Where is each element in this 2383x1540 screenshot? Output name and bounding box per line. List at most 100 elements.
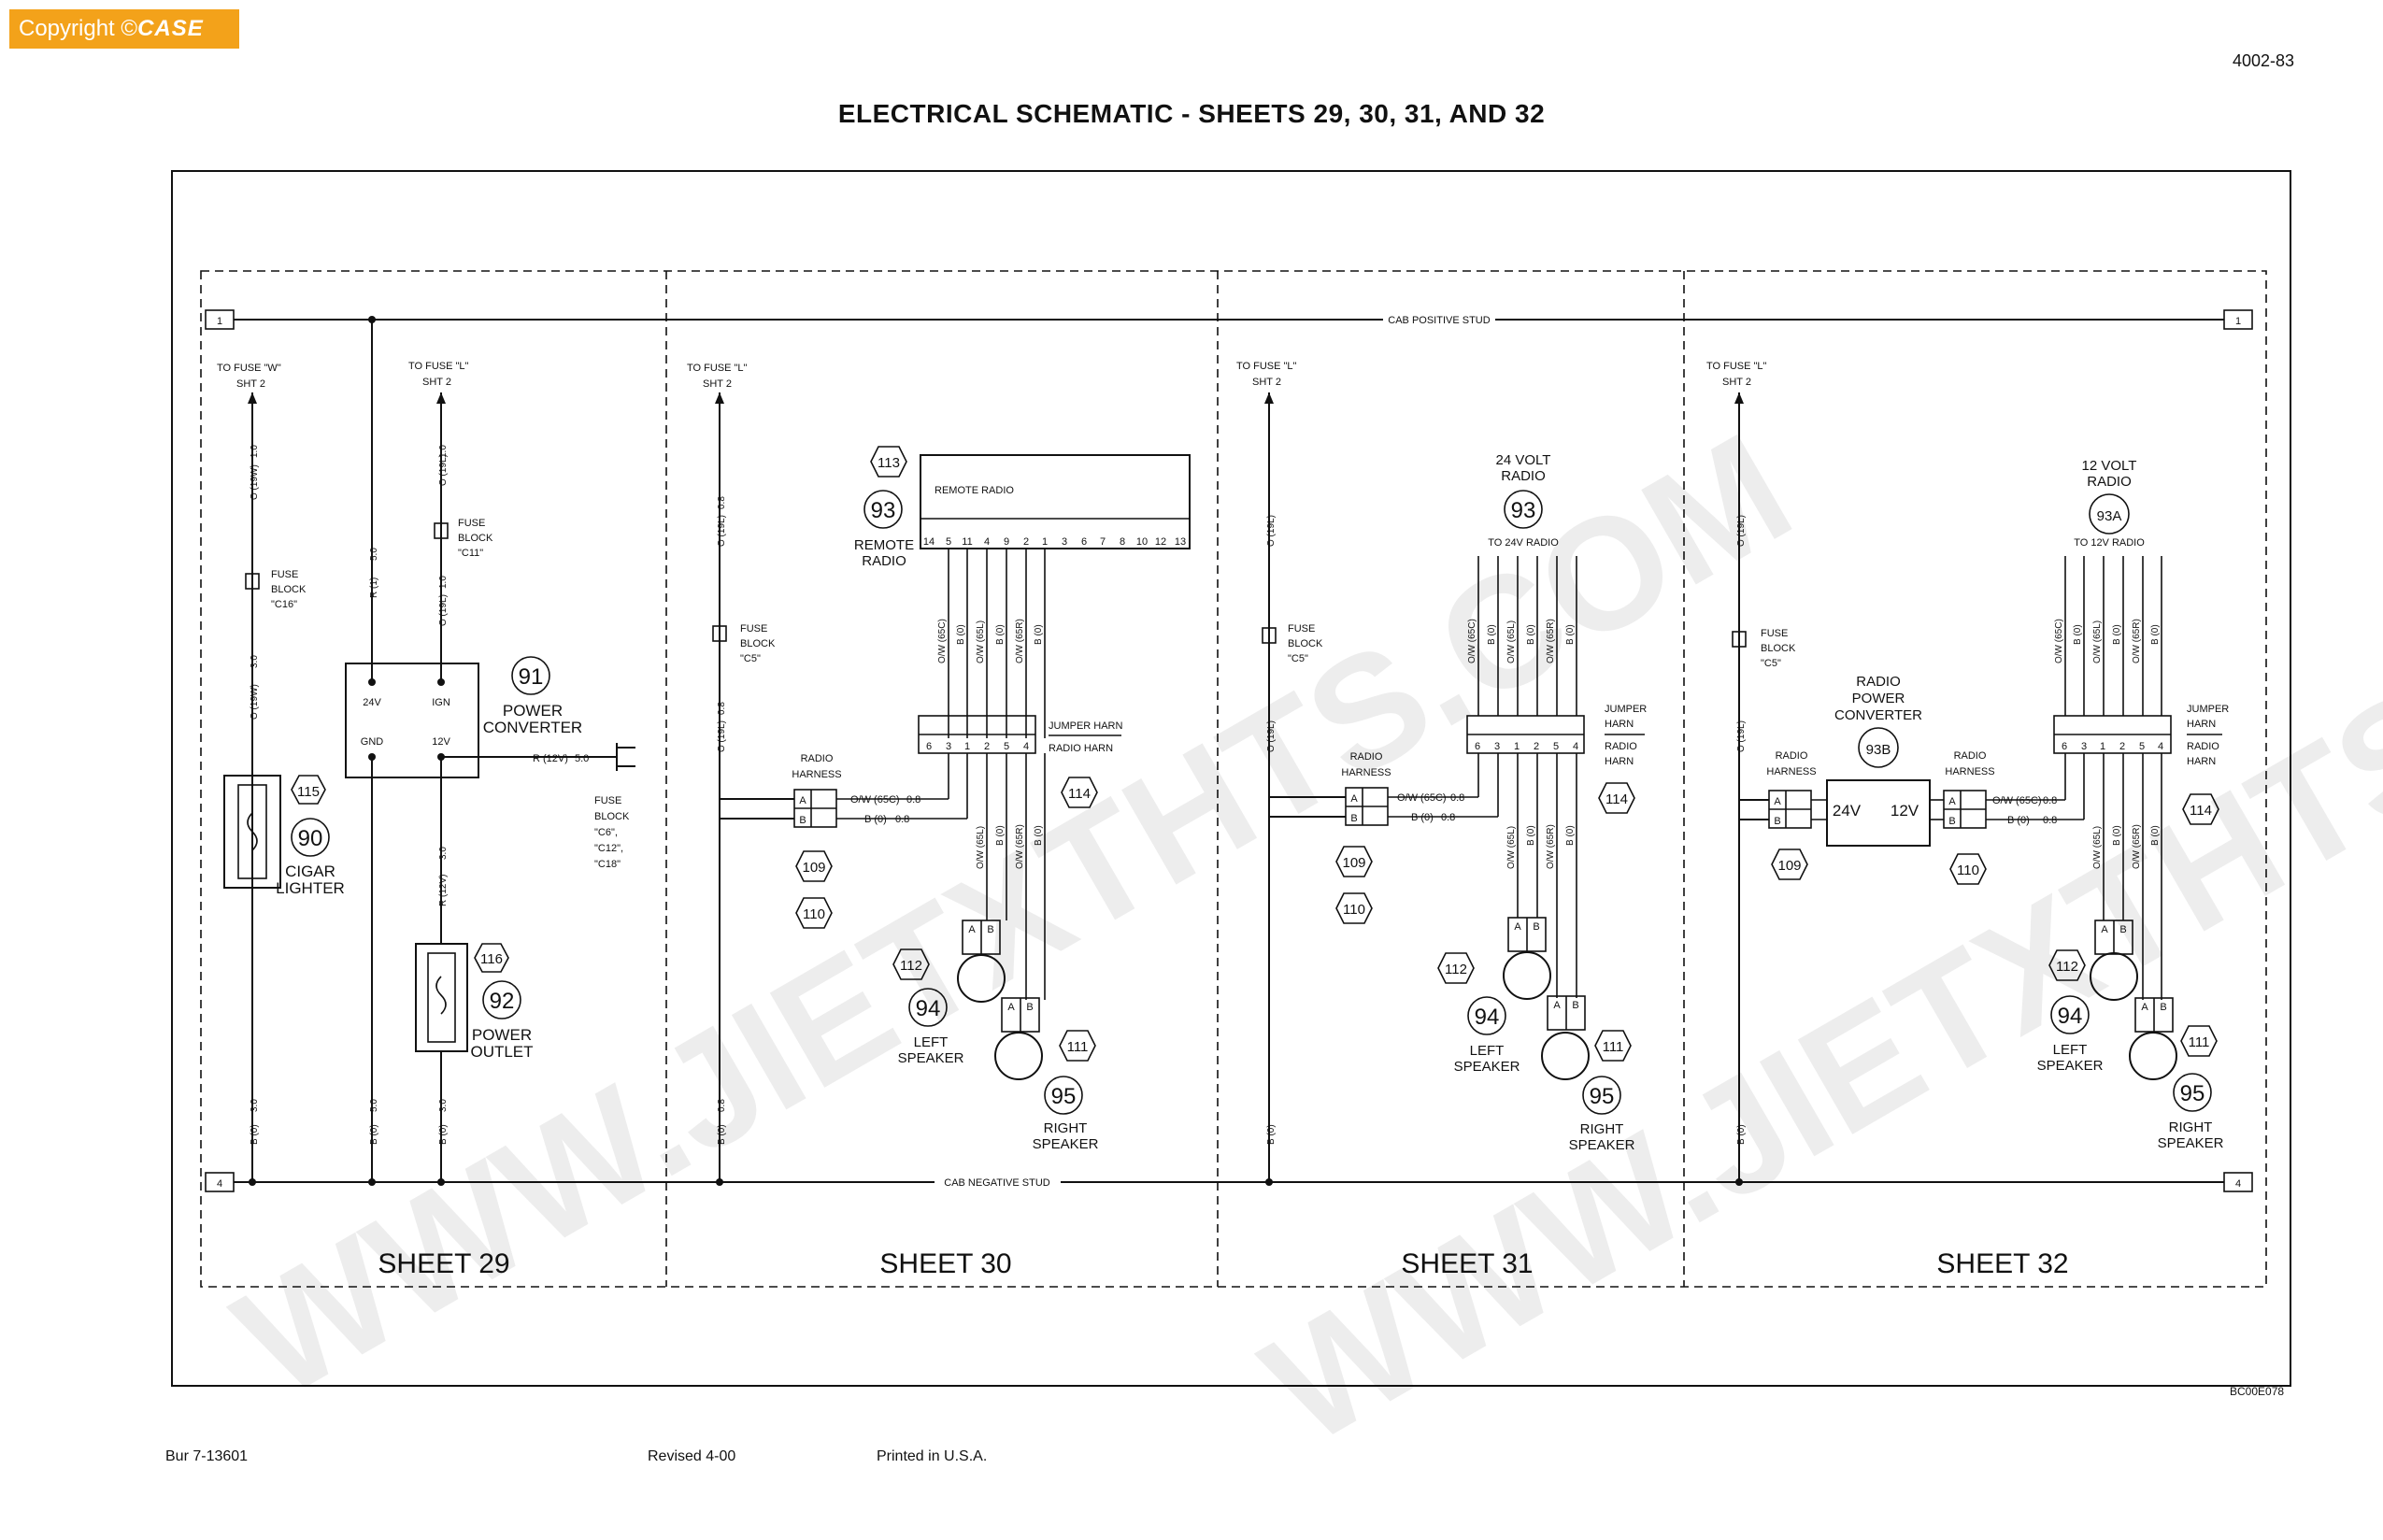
svg-text:0.8: 0.8 bbox=[1450, 792, 1464, 804]
svg-text:B (0): B (0) bbox=[1034, 825, 1044, 846]
page-number: 4002-83 bbox=[2232, 51, 2294, 70]
footer-revised: Revised 4-00 bbox=[648, 1448, 736, 1464]
svg-text:RADIO: RADIO bbox=[801, 753, 834, 764]
svg-text:B (0): B (0) bbox=[1565, 624, 1576, 645]
svg-text:CIGAR: CIGAR bbox=[285, 863, 335, 880]
svg-text:LEFT: LEFT bbox=[1470, 1043, 1505, 1059]
svg-text:JUMPER HARN: JUMPER HARN bbox=[1049, 720, 1123, 732]
svg-text:TO 12V RADIO: TO 12V RADIO bbox=[2074, 537, 2145, 549]
svg-text:JUMPER: JUMPER bbox=[1605, 704, 1647, 715]
svg-text:111: 111 bbox=[1067, 1039, 1089, 1055]
svg-text:A: A bbox=[1514, 921, 1521, 933]
svg-text:91: 91 bbox=[519, 664, 544, 690]
svg-text:O/W (65C): O/W (65C) bbox=[1397, 792, 1447, 804]
svg-text:B (0): B (0) bbox=[250, 1124, 260, 1145]
svg-text:2: 2 bbox=[2119, 741, 2125, 752]
svg-text:O (19L): O (19L) bbox=[717, 720, 727, 752]
radio-to-jumper-wires: O/W (65C) B (0) O/W (65L) B (0) O/W (65R… bbox=[937, 549, 1046, 738]
svg-text:B: B bbox=[1026, 1002, 1033, 1013]
svg-text:2: 2 bbox=[1023, 536, 1029, 548]
svg-text:111: 111 bbox=[1603, 1039, 1624, 1055]
svg-text:O/W (65R): O/W (65R) bbox=[1015, 824, 1025, 869]
radio12-wires: O/W (65C) B (0) O/W (65L) B (0) O/W (65R… bbox=[2054, 556, 2162, 716]
svg-text:92: 92 bbox=[490, 989, 515, 1014]
svg-text:2: 2 bbox=[1534, 741, 1539, 752]
svg-text:BLOCK: BLOCK bbox=[740, 638, 776, 649]
svg-text:B (0): B (0) bbox=[2150, 825, 2161, 846]
sheet-31: TO FUSE "L" SHT 2 O (19L) FUSE BLOCK "C5… bbox=[1236, 361, 1647, 1279]
svg-text:CONVERTER: CONVERTER bbox=[483, 719, 582, 736]
svg-text:A: A bbox=[1553, 1000, 1561, 1011]
svg-text:4: 4 bbox=[2158, 741, 2163, 752]
svg-text:RIGHT: RIGHT bbox=[1044, 1120, 1088, 1136]
svg-text:R (12V): R (12V) bbox=[533, 753, 568, 764]
svg-text:1: 1 bbox=[2235, 316, 2241, 327]
svg-text:RIGHT: RIGHT bbox=[2169, 1119, 2213, 1135]
svg-text:TO 24V RADIO: TO 24V RADIO bbox=[1488, 537, 1559, 549]
svg-text:FUSE: FUSE bbox=[594, 795, 621, 806]
sheet-31-label: SHEET 31 bbox=[1401, 1248, 1533, 1279]
svg-text:TO FUSE "L": TO FUSE "L" bbox=[1706, 361, 1767, 372]
svg-text:1: 1 bbox=[217, 316, 222, 327]
negative-bus-label: CAB NEGATIVE STUD bbox=[944, 1177, 1050, 1189]
svg-text:FUSE: FUSE bbox=[271, 569, 298, 580]
svg-text:5: 5 bbox=[1004, 741, 1009, 752]
svg-text:1.0: 1.0 bbox=[438, 576, 449, 589]
svg-text:O (19L): O (19L) bbox=[438, 594, 449, 626]
svg-text:4: 4 bbox=[1573, 741, 1578, 752]
svg-text:RADIO: RADIO bbox=[2087, 474, 2132, 490]
svg-text:5: 5 bbox=[946, 536, 951, 548]
svg-text:115: 115 bbox=[297, 784, 320, 800]
svg-text:111: 111 bbox=[2189, 1034, 2210, 1050]
svg-text:95: 95 bbox=[1051, 1084, 1077, 1109]
svg-text:B: B bbox=[1948, 816, 1955, 827]
svg-text:109: 109 bbox=[1777, 858, 1801, 874]
svg-text:110: 110 bbox=[1957, 863, 1979, 878]
svg-text:BLOCK: BLOCK bbox=[594, 811, 630, 822]
svg-text:B (0): B (0) bbox=[995, 825, 1006, 846]
svg-text:R (12V): R (12V) bbox=[438, 875, 449, 906]
svg-text:O (19W): O (19W) bbox=[250, 684, 260, 720]
svg-text:O/W (65R): O/W (65R) bbox=[1015, 619, 1025, 663]
svg-text:A: A bbox=[1774, 796, 1781, 807]
positive-bus: 1 CAB POSITIVE STUD 1 bbox=[205, 309, 2253, 330]
svg-text:4: 4 bbox=[217, 1178, 222, 1190]
svg-text:B: B bbox=[1350, 813, 1357, 824]
svg-text:B (0): B (0) bbox=[995, 624, 1006, 645]
svg-text:RADIO: RADIO bbox=[1605, 741, 1637, 752]
svg-text:REMOTE RADIO: REMOTE RADIO bbox=[935, 485, 1014, 496]
svg-text:94: 94 bbox=[2058, 1004, 2083, 1029]
svg-text:HARNESS: HARNESS bbox=[1945, 766, 1994, 777]
svg-text:1: 1 bbox=[2100, 741, 2105, 752]
svg-text:7: 7 bbox=[1100, 536, 1106, 548]
svg-text:93B: 93B bbox=[1866, 742, 1891, 758]
copyright-badge: Copyright ©CASE bbox=[9, 9, 239, 49]
svg-text:O/W (65L): O/W (65L) bbox=[976, 826, 986, 869]
svg-text:HARNESS: HARNESS bbox=[1766, 766, 1816, 777]
sheet-32: TO FUSE "L" SHT 2 O (19L) FUSE BLOCK "C5… bbox=[1706, 361, 2229, 1279]
svg-text:5.0: 5.0 bbox=[575, 753, 589, 764]
svg-text:LEFT: LEFT bbox=[2053, 1042, 2088, 1058]
svg-text:B (0): B (0) bbox=[1526, 624, 1536, 645]
svg-text:O/W (65L): O/W (65L) bbox=[2092, 620, 2103, 663]
svg-text:3.0: 3.0 bbox=[438, 1099, 449, 1112]
sheet-30-label: SHEET 30 bbox=[879, 1248, 1011, 1279]
svg-text:114: 114 bbox=[2190, 803, 2212, 819]
sheet-29-label: SHEET 29 bbox=[378, 1248, 509, 1279]
svg-text:"C11": "C11" bbox=[458, 548, 483, 559]
svg-text:116: 116 bbox=[480, 951, 503, 967]
svg-text:3: 3 bbox=[1062, 536, 1067, 548]
svg-text:5.0: 5.0 bbox=[369, 548, 379, 561]
svg-text:B: B bbox=[2119, 924, 2126, 935]
svg-text:TO FUSE "W": TO FUSE "W" bbox=[217, 363, 281, 374]
svg-text:O/W (65C): O/W (65C) bbox=[850, 794, 900, 806]
svg-text:SPEAKER: SPEAKER bbox=[2158, 1135, 2224, 1151]
svg-text:6: 6 bbox=[1081, 536, 1087, 548]
svg-text:SPEAKER: SPEAKER bbox=[2037, 1058, 2104, 1074]
svg-text:"C5": "C5" bbox=[740, 653, 761, 664]
svg-text:112: 112 bbox=[900, 958, 922, 974]
svg-text:JUMPER: JUMPER bbox=[2187, 704, 2229, 715]
svg-text:6: 6 bbox=[926, 741, 932, 752]
svg-text:O (19L): O (19L) bbox=[1266, 720, 1277, 752]
svg-text:93A: 93A bbox=[2097, 508, 2122, 524]
